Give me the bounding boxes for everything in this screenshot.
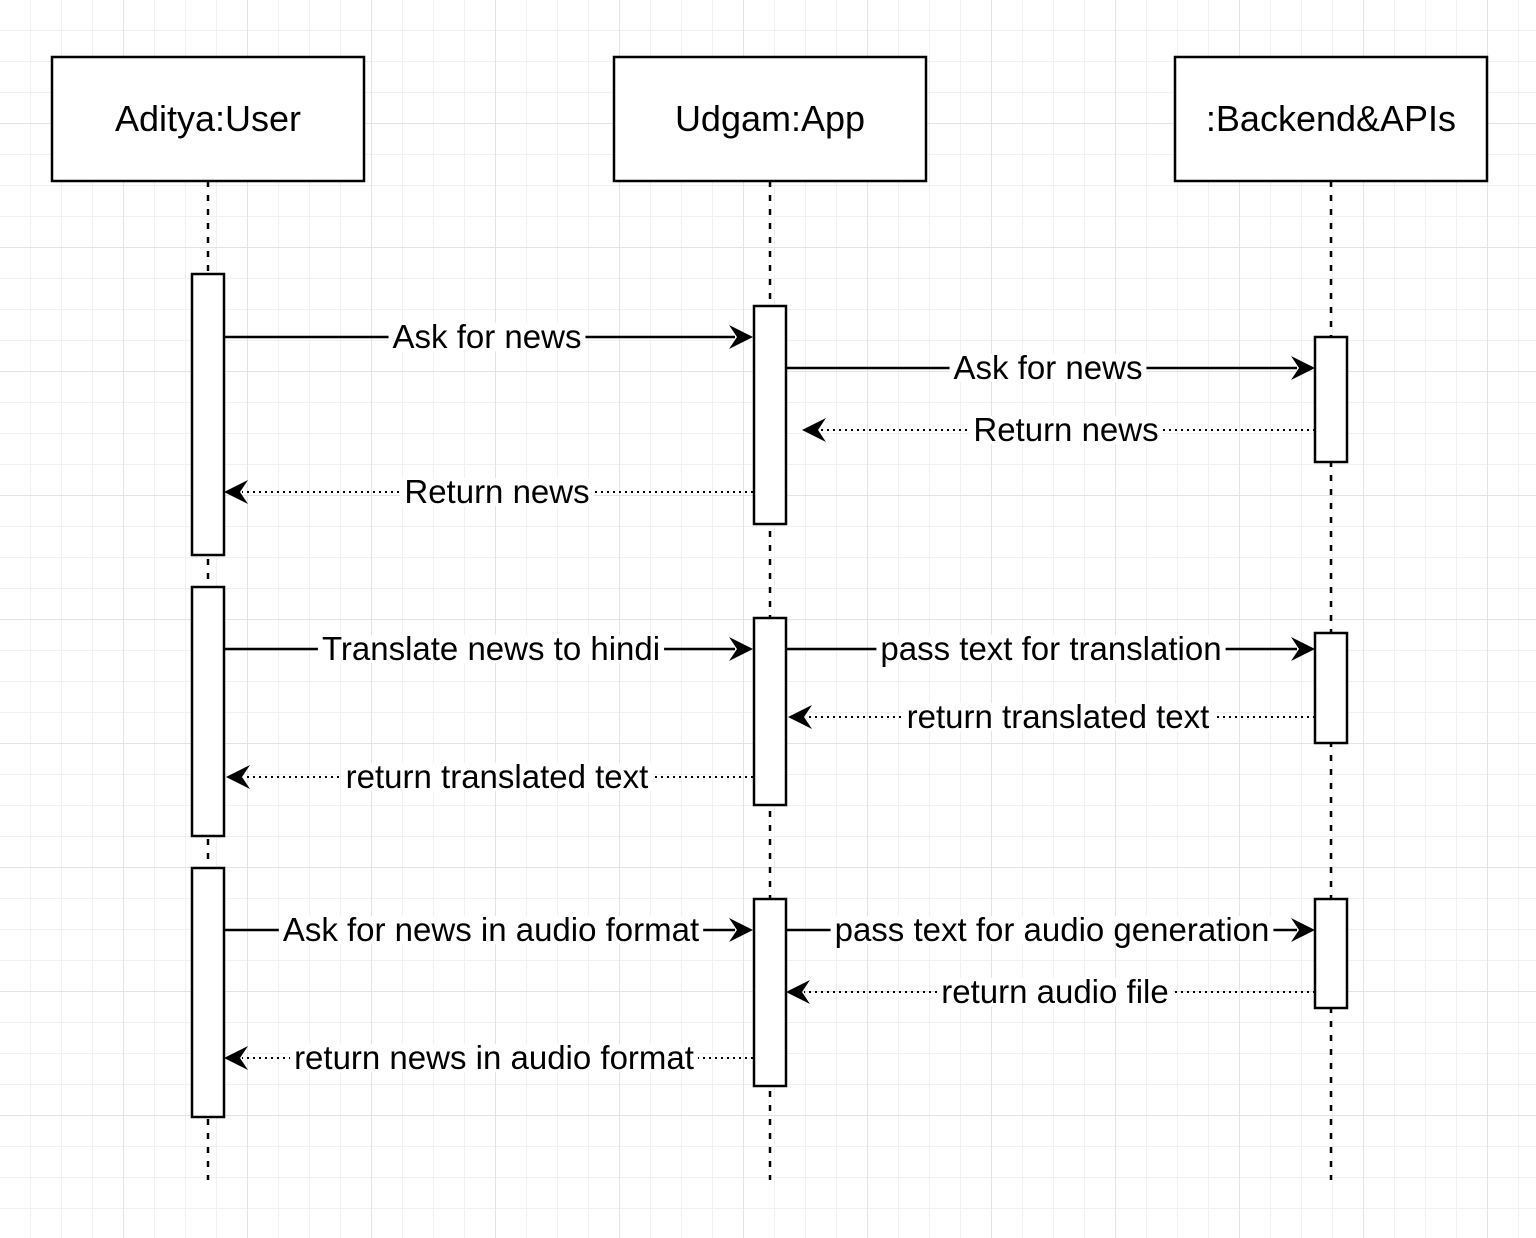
participant-backend[interactable]: :Backend&APIs — [1173, 55, 1489, 183]
arrowhead-icon — [729, 325, 753, 349]
activation-bar-user — [190, 866, 226, 1119]
message-5[interactable]: Translate news to hindi — [224, 630, 753, 667]
activation-bar-app — [752, 616, 788, 807]
message-label-bg — [290, 1044, 698, 1072]
message-label-bg — [830, 916, 1274, 944]
message-label-bg — [876, 635, 1226, 663]
message-label: Ask for news — [393, 318, 582, 355]
message-label-bg — [937, 978, 1173, 1006]
message-4[interactable]: Return news — [224, 473, 753, 510]
message-9[interactable]: Ask for news in audio format — [224, 911, 753, 948]
message-label: Ask for news in audio format — [283, 911, 699, 948]
message-label-bg — [278, 916, 704, 944]
arrowhead-icon — [786, 980, 810, 1004]
message-label: Translate news to hindi — [322, 630, 660, 667]
message-label-bg — [969, 416, 1163, 444]
arrowhead-icon — [224, 1046, 248, 1070]
activation-bar-app — [752, 897, 788, 1088]
message-2[interactable]: Ask for news — [786, 349, 1315, 386]
participant-label: Udgam:App — [675, 98, 865, 139]
message-label: return translated text — [907, 698, 1210, 735]
message-label-bg — [341, 763, 653, 791]
arrowhead-icon — [729, 637, 753, 661]
arrowhead-icon — [226, 765, 250, 789]
message-label-bg — [388, 323, 586, 351]
arrowhead-icon — [802, 418, 826, 442]
activation-bar-user — [190, 272, 226, 557]
participant-box — [50, 55, 366, 183]
message-8[interactable]: return translated text — [226, 758, 753, 795]
message-12[interactable]: return news in audio format — [224, 1039, 753, 1076]
message-label: return audio file — [941, 973, 1168, 1010]
message-3[interactable]: Return news — [802, 411, 1315, 448]
activation-bar-app — [752, 304, 788, 526]
participant-box — [1173, 55, 1489, 183]
message-11[interactable]: return audio file — [786, 973, 1315, 1010]
message-label: return news in audio format — [294, 1039, 694, 1076]
arrowhead-icon — [1291, 356, 1315, 380]
message-label-bg — [400, 478, 594, 506]
participant-label: :Backend&APIs — [1206, 98, 1456, 139]
arrowhead-icon — [224, 480, 248, 504]
message-label: pass text for audio generation — [835, 911, 1270, 948]
message-7[interactable]: return translated text — [788, 698, 1315, 735]
message-label-bg — [317, 635, 665, 663]
message-label: Ask for news — [954, 349, 1143, 386]
activation-bar-backend — [1313, 631, 1349, 745]
message-1[interactable]: Ask for news — [224, 318, 753, 355]
activation-bar-backend — [1313, 335, 1349, 464]
message-label-bg — [949, 354, 1147, 382]
arrowhead-icon — [729, 918, 753, 942]
message-label: Return news — [973, 411, 1158, 448]
participant-box — [612, 55, 928, 183]
message-10[interactable]: pass text for audio generation — [786, 911, 1315, 948]
message-6[interactable]: pass text for translation — [786, 630, 1315, 667]
message-label-bg — [902, 703, 1214, 731]
message-label: return translated text — [346, 758, 649, 795]
participant-user[interactable]: Aditya:User — [50, 55, 366, 183]
activation-bar-backend — [1313, 897, 1349, 1010]
message-label: pass text for translation — [880, 630, 1221, 667]
activation-bar-user — [190, 585, 226, 838]
arrowhead-icon — [788, 705, 812, 729]
arrowhead-icon — [1291, 918, 1315, 942]
message-label: Return news — [404, 473, 589, 510]
participant-label: Aditya:User — [115, 98, 301, 139]
participant-app[interactable]: Udgam:App — [612, 55, 928, 183]
arrowhead-icon — [1291, 637, 1315, 661]
